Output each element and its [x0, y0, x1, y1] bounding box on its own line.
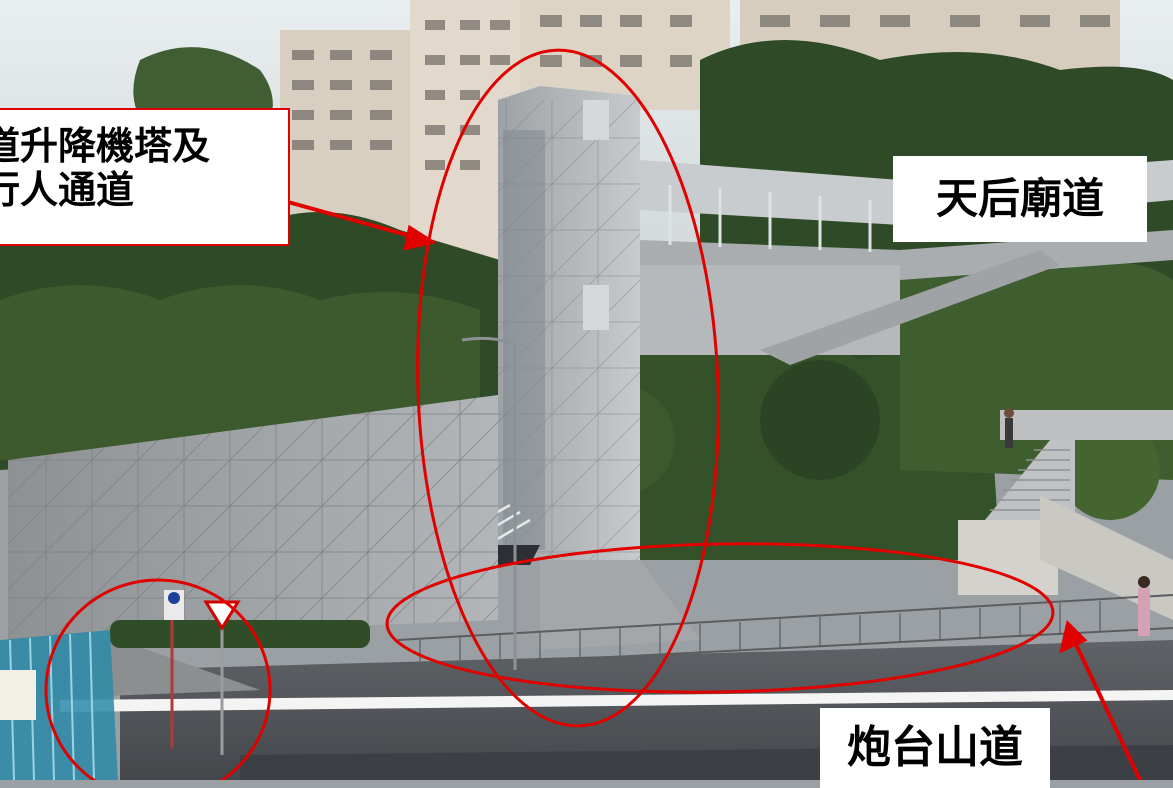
lift-tower-highlight-ellipse: [416, 48, 720, 728]
annotation-ellipses: [44, 48, 1055, 780]
lift-label-line-1: 道升降機塔及: [0, 123, 211, 168]
pedestrian-on-pavement: [1138, 576, 1150, 636]
retaining-wall: [8, 395, 700, 650]
lift-tower-walkway-label: 道升降機塔及 行人通道: [0, 108, 290, 246]
annotation-arrows: [287, 200, 1142, 780]
tin-hau-temple-road-label: 天后廟道: [893, 156, 1147, 242]
lift-tower: [398, 86, 640, 565]
street-lamp: [461, 336, 517, 670]
covered-walkway: [640, 160, 1173, 365]
tin-hau-temple-road-highlight-ellipse: [385, 542, 1055, 694]
blue-fence: [0, 630, 118, 780]
road-label-arrow: [1072, 639, 1142, 780]
fortress-hill-road-label: 炮台山道: [820, 708, 1050, 788]
lift-label-arrow-head: [403, 224, 438, 251]
planter-hedge: [110, 620, 370, 648]
road-signs: [164, 590, 241, 755]
pedestrian-on-stairs: [1004, 408, 1014, 448]
lift-label-arrow: [287, 200, 419, 240]
lift-label-line-2: 行人通道: [0, 166, 135, 212]
road-sign-highlight-ellipse: [44, 578, 272, 780]
road-label-arrow-head: [1059, 620, 1088, 654]
